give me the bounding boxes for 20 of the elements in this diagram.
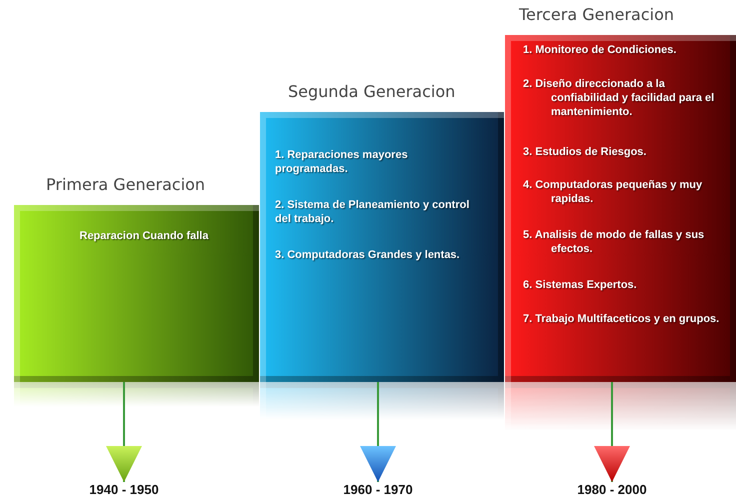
list-item: 4. Computadoras pequeñas y muy rapidas. xyxy=(523,178,704,206)
list-item: 3. Computadoras Grandes y lentas. xyxy=(275,248,461,262)
year-label: 1980 - 2000 xyxy=(552,482,672,497)
arrow xyxy=(360,382,396,482)
block-heading: Tercera Generacion xyxy=(519,5,674,24)
year-label: 1940 - 1950 xyxy=(64,482,184,497)
list-item: 3. Estudios de Riesgos. xyxy=(523,145,648,159)
list-item: 2. Sistema de Planeamiento y control del trabajo. xyxy=(275,198,470,226)
list-item: 7. Trabajo Multifaceticos y en grupos. xyxy=(523,312,720,326)
arrow xyxy=(594,382,630,482)
list-item: 6. Sistemas Expertos. xyxy=(523,278,638,292)
arrow xyxy=(106,382,142,482)
block-heading: Primera Generacion xyxy=(46,175,206,194)
list-item: 5. Analisis de modo de fallas y sus efectos. xyxy=(523,228,706,256)
list-item: 1. Reparaciones mayores programadas. xyxy=(275,148,409,176)
list-item: 1. Monitoreo de Condiciones. xyxy=(523,43,678,57)
block-heading: Segunda Generacion xyxy=(288,82,456,101)
year-label: 1960 - 1970 xyxy=(318,482,438,497)
list-item: Reparacion Cuando falla xyxy=(78,229,210,243)
list-item: 2. Diseño direccionado a la confiabilidad y facilidad para el mantenimiento. xyxy=(523,77,716,119)
